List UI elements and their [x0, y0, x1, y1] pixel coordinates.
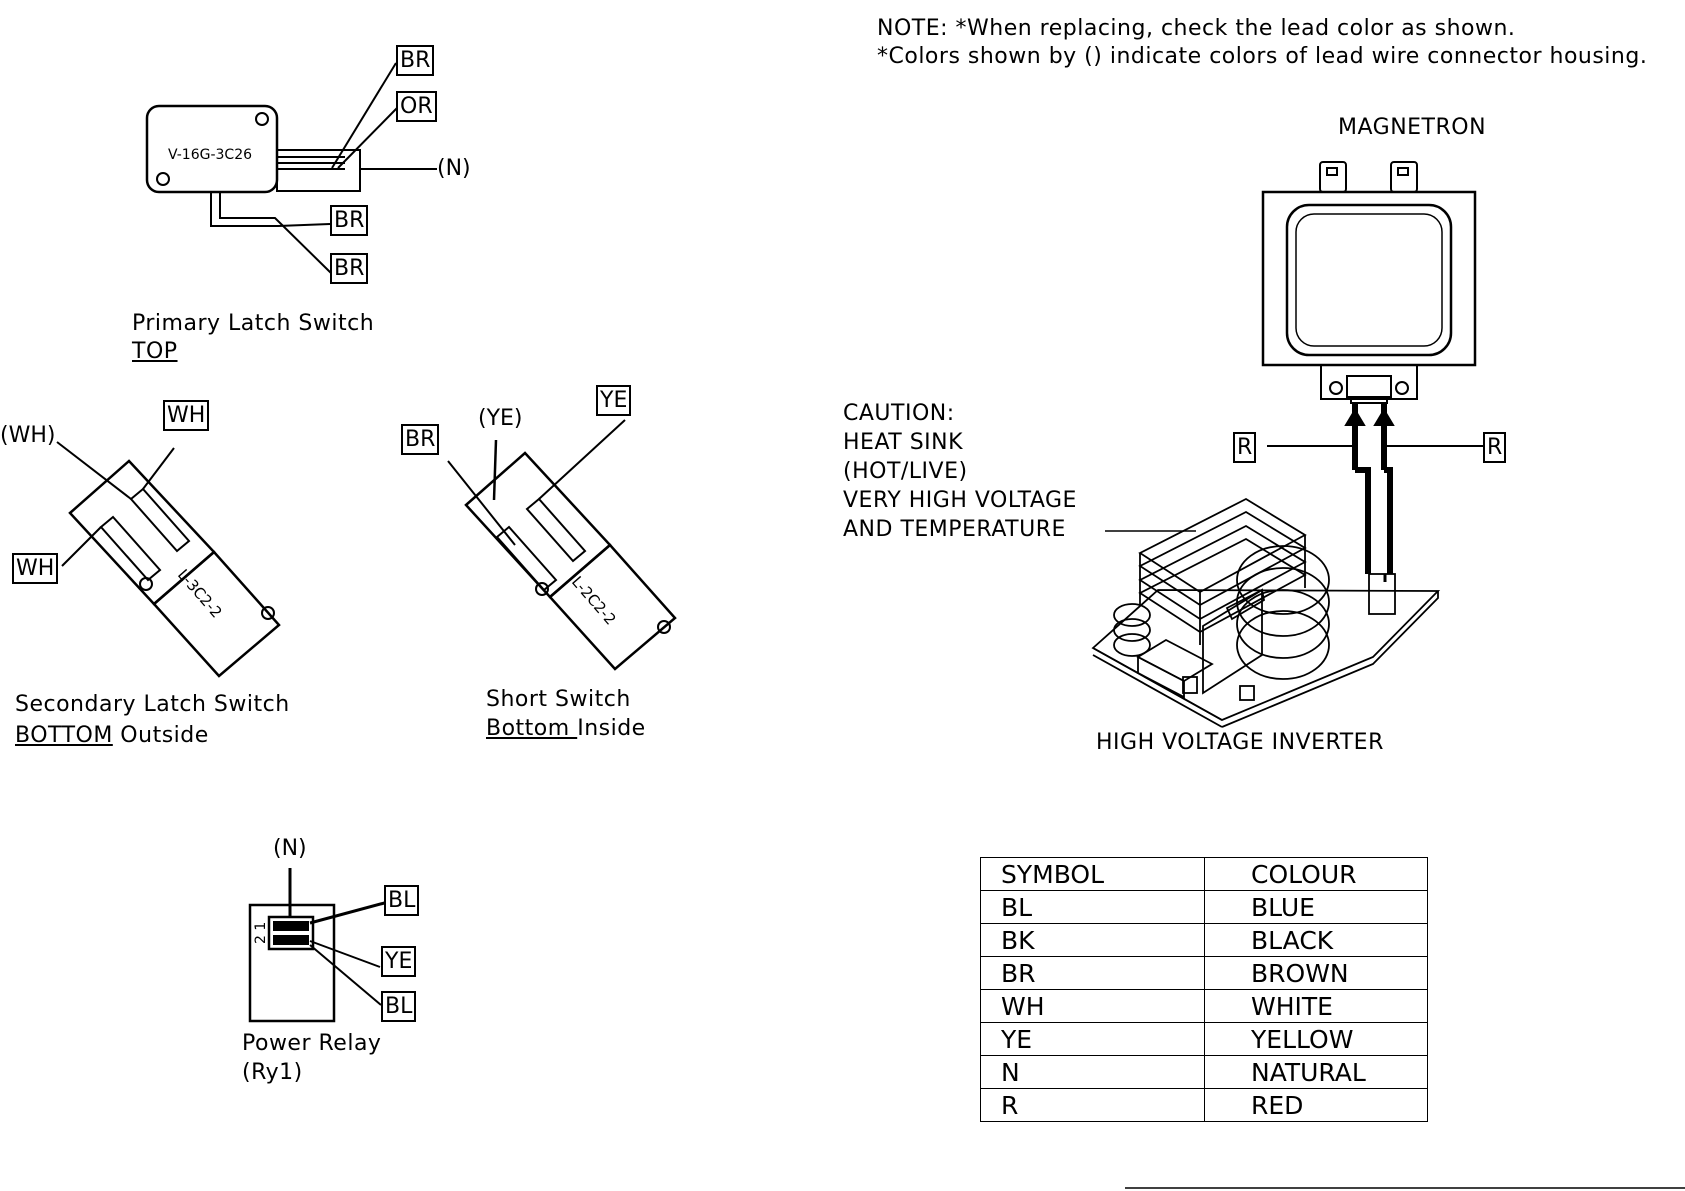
legend-symbol: WH [980, 989, 1205, 1023]
legend-symbol: YE [980, 1022, 1205, 1056]
short-paren-label: (YE) [478, 406, 523, 431]
power-relay-drawing [248, 868, 389, 1023]
caution-line-4: VERY HIGH VOLTAGE [843, 488, 1077, 513]
caution-line-2: HEAT SINK [843, 430, 964, 455]
secondary-pos-underlined: BOTTOM [15, 723, 113, 748]
primary-tag-br-2: BR [330, 205, 369, 236]
primary-latch-switch-drawing [145, 62, 437, 275]
magnetron-tag-r-left: R [1233, 432, 1257, 463]
table-row: R RED [980, 1088, 1428, 1122]
legend-symbol: N [980, 1055, 1205, 1089]
caution-line-3: (HOT/LIVE) [843, 459, 968, 484]
short-switch-position: Bottom Inside [486, 718, 646, 740]
magnetron-tag-r-right: R [1483, 432, 1507, 463]
short-pos-underlined: Bottom [486, 716, 578, 741]
primary-tag-br-3: BR [330, 253, 369, 284]
secondary-pos-rest: Outside [112, 723, 209, 748]
inverter-title: HIGH VOLTAGE INVERTER [1096, 730, 1384, 755]
legend-colour: BLACK [1204, 923, 1428, 957]
power-relay-title: Power Relay [242, 1031, 382, 1056]
relay-tag-bl-2: BL [381, 991, 417, 1022]
short-switch-title: Short Switch [486, 687, 631, 712]
legend-symbol: BR [980, 956, 1205, 990]
power-relay-pins: 2 1 [253, 922, 269, 944]
short-pos-rest: Inside [577, 716, 646, 741]
magnetron-title: MAGNETRON [1338, 115, 1487, 140]
primary-latch-title: Primary Latch Switch [132, 311, 375, 336]
primary-latch-model: V-16G-3C26 [168, 147, 252, 163]
legend-colour: BROWN [1204, 956, 1428, 990]
secondary-latch-title: Secondary Latch Switch [15, 692, 290, 717]
primary-tag-or: OR [396, 91, 437, 122]
secondary-latch-position: BOTTOM Outside [15, 725, 209, 747]
table-row: BR BROWN [980, 956, 1428, 990]
table-row: YE YELLOW [980, 1022, 1428, 1056]
table-row: BK BLACK [980, 923, 1428, 957]
legend-colour: NATURAL [1204, 1055, 1428, 1089]
caution-line-5: AND TEMPERATURE [843, 517, 1066, 542]
short-tag-ye: YE [596, 385, 632, 416]
short-switch-drawing [447, 419, 677, 671]
relay-natural-label: (N) [273, 836, 307, 861]
caution-line-1: CAUTION: [843, 401, 955, 426]
secondary-latch-model: L-3C2-2 [174, 566, 226, 622]
legend-symbol: BL [980, 890, 1205, 924]
secondary-latch-switch-drawing [56, 441, 281, 678]
legend-colour: RED [1204, 1088, 1428, 1122]
table-row: N NATURAL [980, 1055, 1428, 1089]
legend-colour: WHITE [1204, 989, 1428, 1023]
legend-header-row: SYMBOL COLOUR [980, 857, 1428, 891]
legend-colour: YELLOW [1204, 1022, 1428, 1056]
inverter-drawing [1091, 497, 1441, 728]
short-tag-br: BR [401, 424, 440, 455]
colour-legend-table: SYMBOL COLOUR BL BLUE BK BLACK BR BROWN … [980, 857, 1428, 1122]
legend-colour: BLUE [1204, 890, 1428, 924]
legend-symbol: BK [980, 923, 1205, 957]
secondary-tag-wh-2: WH [12, 553, 59, 584]
secondary-paren-label: (WH) [0, 423, 56, 448]
relay-tag-ye: YE [381, 946, 417, 977]
power-relay-id: (Ry1) [242, 1060, 303, 1085]
legend-header-symbol: SYMBOL [980, 857, 1205, 891]
short-switch-model: L-2C2-2 [568, 573, 620, 629]
legend-header-colour: COLOUR [1204, 857, 1428, 891]
table-row: WH WHITE [980, 989, 1428, 1023]
primary-tag-br-1: BR [396, 45, 435, 76]
primary-natural-label: (N) [437, 156, 471, 181]
note-line-1: NOTE: *When replacing, check the lead co… [877, 16, 1516, 41]
note-line-2: *Colors shown by () indicate colors of l… [877, 44, 1648, 69]
table-row: BL BLUE [980, 890, 1428, 924]
secondary-tag-wh-1: WH [163, 400, 210, 431]
magnetron-drawing [1261, 161, 1483, 582]
relay-tag-bl-1: BL [384, 885, 420, 916]
legend-symbol: R [980, 1088, 1205, 1122]
primary-latch-position: TOP [132, 339, 178, 364]
